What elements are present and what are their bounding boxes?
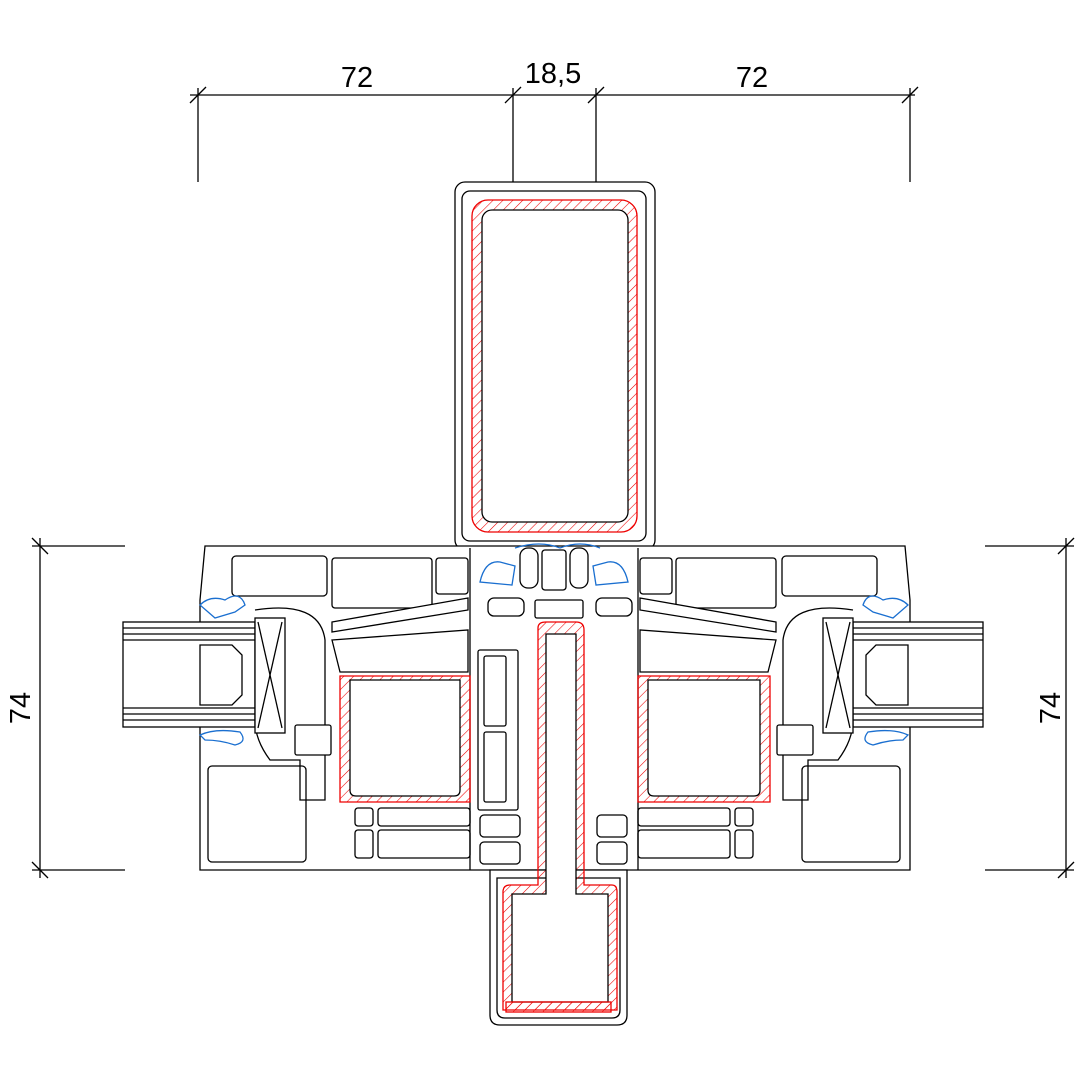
dimension-label-left-height: 74 — [5, 692, 37, 724]
top-mullion-tube — [454, 181, 656, 551]
top-dimension-chain: 72 18,5 72 — [189, 58, 919, 182]
dimension-label-mullion-width: 18,5 — [525, 58, 581, 90]
dimension-label-right-width: 72 — [736, 62, 768, 94]
steel-reinforcements — [339, 675, 771, 803]
right-height-dimension: 74 — [985, 537, 1075, 879]
bottom-mullion-section — [489, 621, 628, 1026]
left-glazing-unit — [122, 595, 286, 746]
dimension-label-right-height: 74 — [1035, 692, 1067, 724]
dimension-label-left-width: 72 — [341, 62, 373, 94]
right-glazing-unit — [822, 595, 984, 746]
center-gaskets — [479, 543, 629, 586]
left-height-dimension: 74 — [5, 537, 125, 879]
